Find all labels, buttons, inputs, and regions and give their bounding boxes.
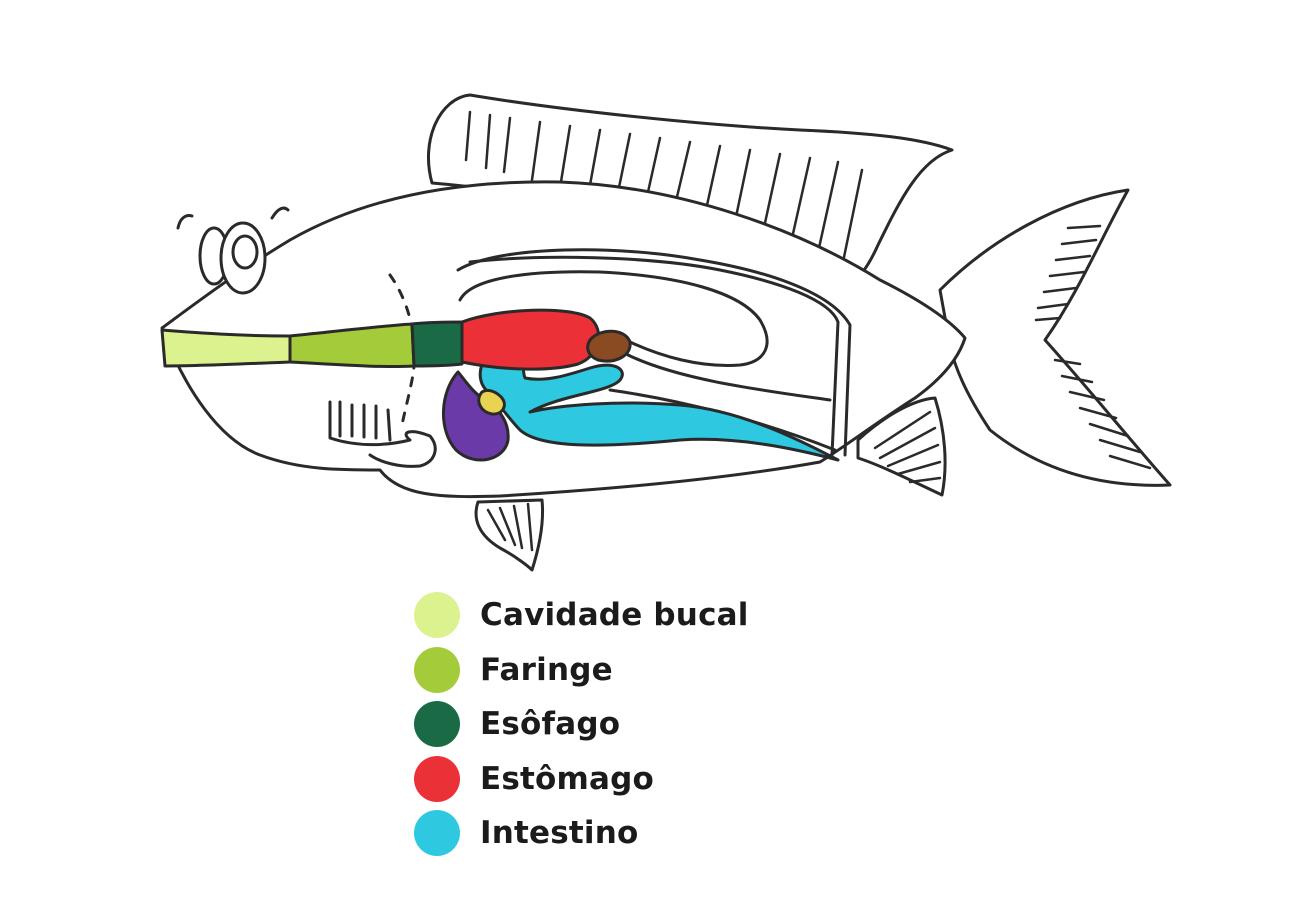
legend-label: Esôfago <box>480 706 621 743</box>
tail-fin <box>938 188 1172 487</box>
legend-label: Estômago <box>480 760 655 797</box>
gallbladder <box>477 388 506 416</box>
gill-rakers <box>328 400 437 468</box>
legend-swatch <box>414 755 460 802</box>
legend-label: Faringe <box>480 651 613 688</box>
stomach <box>460 308 600 371</box>
legend-swatch <box>414 810 460 857</box>
spleen <box>586 329 632 363</box>
legend-item-intestino: Intestino <box>414 806 749 861</box>
oral-cavity <box>160 328 292 368</box>
legend-item-esofago: Esôfago <box>414 697 749 752</box>
legend-item-cavidade-bucal: Cavidade bucal <box>414 588 749 643</box>
eye <box>176 206 290 295</box>
legend-swatch <box>414 646 460 693</box>
ventral-fin <box>474 498 544 572</box>
legend-swatch <box>414 592 460 639</box>
body-cavity-outline <box>456 248 852 457</box>
anal-fin <box>856 396 947 497</box>
liver <box>442 370 510 462</box>
gill-cover-line <box>388 273 416 427</box>
legend-label: Cavidade bucal <box>480 597 749 634</box>
legend-item-faringe: Faringe <box>414 643 749 698</box>
legend-item-estomago: Estômago <box>414 752 749 807</box>
legend-label: Intestino <box>480 815 639 852</box>
legend: Cavidade bucal Faringe Esôfago Estômago … <box>414 588 749 861</box>
esophagus <box>410 320 468 368</box>
legend-swatch <box>414 701 460 748</box>
